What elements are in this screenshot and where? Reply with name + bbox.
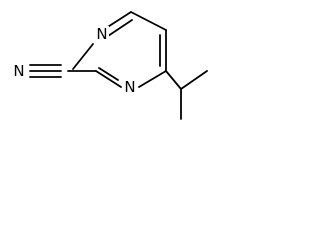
ring-bond-n3-c2 — [95, 70, 122, 88]
isopropyl-bond-ring — [165, 70, 182, 90]
ring-nitrogen-bottom-background — [123, 79, 137, 95]
ring-bond-n1-c6-inner — [107, 19, 133, 37]
ring-bond-c4-n3 — [138, 70, 167, 88]
ring-nitrogen-top-label: N — [96, 25, 107, 43]
nitrile-nitrogen-background — [11, 63, 27, 79]
ring-bond-c6-c5 — [130, 11, 167, 31]
molecule-structure-diagram: N N N — [11, 11, 208, 120]
ring-nitrogen-bottom-label: N — [124, 78, 135, 96]
isopropyl-bond-methyl-right — [180, 70, 208, 90]
ring-nitrogen-top-background — [95, 26, 109, 42]
atom-labels: N N N — [11, 25, 137, 96]
ring-nitrogen-bottom-label-group: N — [123, 78, 137, 96]
nitrile-nitrogen-label: N — [13, 62, 24, 80]
ring-nitrogen-top-label-group: N — [95, 25, 109, 43]
nitrile-nitrogen-label-group: N — [11, 62, 27, 80]
ring-bond-n3-c2-inner — [98, 67, 119, 81]
bond-layer — [29, 11, 208, 120]
ring-bond-c2-n1 — [72, 43, 94, 70]
